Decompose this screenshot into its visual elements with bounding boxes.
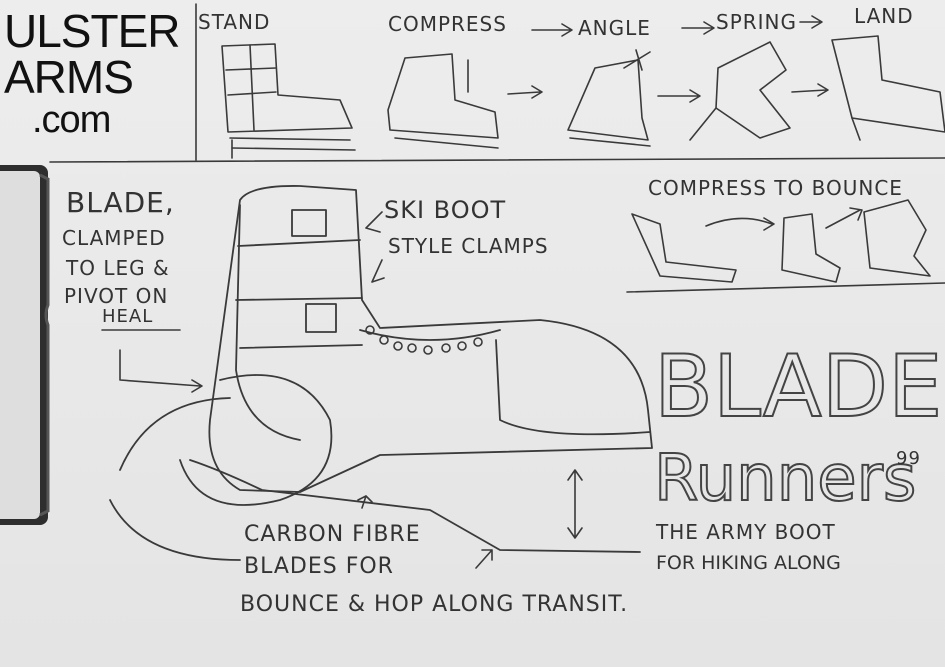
mini-boot-compress <box>631 213 737 283</box>
label-angle: ANGLE <box>578 16 651 40</box>
label-carbon-2: BLADES FOR <box>244 554 394 579</box>
brand-superscript: 99 <box>896 448 921 469</box>
label-to-leg: TO LEG & <box>66 256 170 280</box>
binder-clip <box>0 165 50 525</box>
main-boot-outline <box>109 185 653 561</box>
boot-angle <box>567 49 651 147</box>
boot-spring <box>689 41 791 141</box>
brand-title-blade-text: BLADE <box>654 337 942 431</box>
brand-tagline-1: THE ARMY BOOT <box>656 520 836 544</box>
brand-title-runners-text: Runners <box>654 442 916 516</box>
label-pivot: PIVOT ON <box>64 284 169 308</box>
logo-line-ulster: ULSTER <box>4 5 180 57</box>
lace-rivets <box>365 325 483 355</box>
label-ski-boot: SKI BOOT <box>384 196 507 224</box>
brand-title-runners: Runners <box>653 441 917 517</box>
boot-land <box>831 35 945 141</box>
label-carbon-1: CARBON FIBRE <box>244 522 421 547</box>
boot-stand <box>221 43 356 159</box>
brand-title-blade: BLADE <box>653 336 942 431</box>
brand-tagline-2: FOR HIKING ALONG <box>656 552 841 574</box>
boot-compress <box>387 53 499 149</box>
label-stand: STAND <box>198 10 271 34</box>
label-spring: SPRING <box>716 10 798 34</box>
logo-line-arms: ARMS <box>4 51 134 103</box>
label-carbon-3: BOUNCE & HOP ALONG TRANSIT. <box>240 592 629 617</box>
label-compress-to-bounce: COMPRESS TO BOUNCE <box>648 176 903 200</box>
ulster-arms-logo: ULSTER ARMS .com <box>4 5 180 141</box>
mini-boot-bounce-2 <box>863 199 931 277</box>
label-blade: BLADE, <box>66 186 175 219</box>
label-land: LAND <box>854 4 914 28</box>
label-compress: COMPRESS <box>388 12 507 36</box>
label-heal: HEAL <box>102 306 154 327</box>
logo-line-com: .com <box>32 99 111 141</box>
label-clamped: CLAMPED <box>62 226 166 250</box>
label-style-clamps: STYLE CLAMPS <box>388 234 549 258</box>
mini-boot-bounce-1 <box>781 213 841 283</box>
